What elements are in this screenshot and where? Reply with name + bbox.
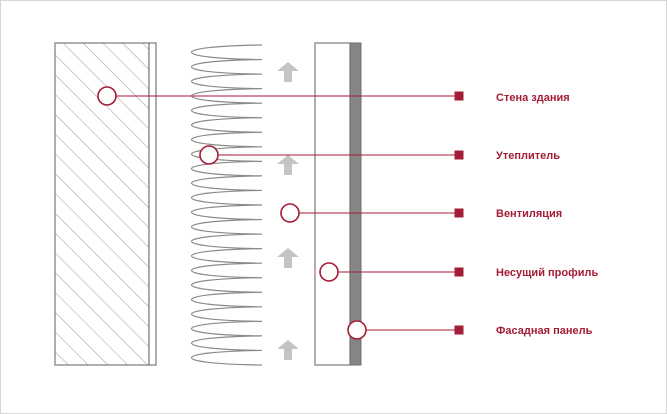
square-endpoint-icon — [454, 325, 464, 335]
callout-panel — [347, 320, 464, 340]
callouts — [97, 86, 464, 340]
label-wall: Стена здания — [496, 92, 570, 104]
callout-profile — [319, 262, 464, 282]
label-ventilation: Вентиляция — [496, 208, 562, 220]
insulation-layer — [191, 44, 263, 366]
circle-marker-icon — [199, 145, 219, 165]
insulation-fold-path — [191, 44, 263, 366]
labels-group: Стена здания Утеплитель Вентиляция Несущ… — [496, 92, 598, 337]
square-endpoint-icon — [454, 208, 464, 218]
facade-panel — [349, 42, 362, 366]
label-profile: Несущий профиль — [496, 267, 598, 279]
circle-marker-icon — [280, 203, 300, 223]
up-arrow-icon — [277, 248, 299, 268]
callout-ventilation — [280, 203, 464, 223]
bearing-profile — [314, 42, 351, 366]
wall-inner-strip — [148, 42, 157, 366]
up-arrow-icon — [277, 340, 299, 360]
callout-insulation — [199, 145, 464, 165]
square-endpoint-icon — [454, 91, 464, 101]
callout-wall — [97, 86, 464, 106]
circle-marker-icon — [319, 262, 339, 282]
ventilation-arrows — [277, 62, 299, 360]
circle-marker-icon — [97, 86, 117, 106]
up-arrow-icon — [277, 155, 299, 175]
circle-marker-icon — [347, 320, 367, 340]
square-endpoint-icon — [454, 267, 464, 277]
label-panel: Фасадная панель — [496, 325, 593, 337]
square-endpoint-icon — [454, 150, 464, 160]
up-arrow-icon — [277, 62, 299, 82]
label-insulation: Утеплитель — [496, 150, 560, 162]
